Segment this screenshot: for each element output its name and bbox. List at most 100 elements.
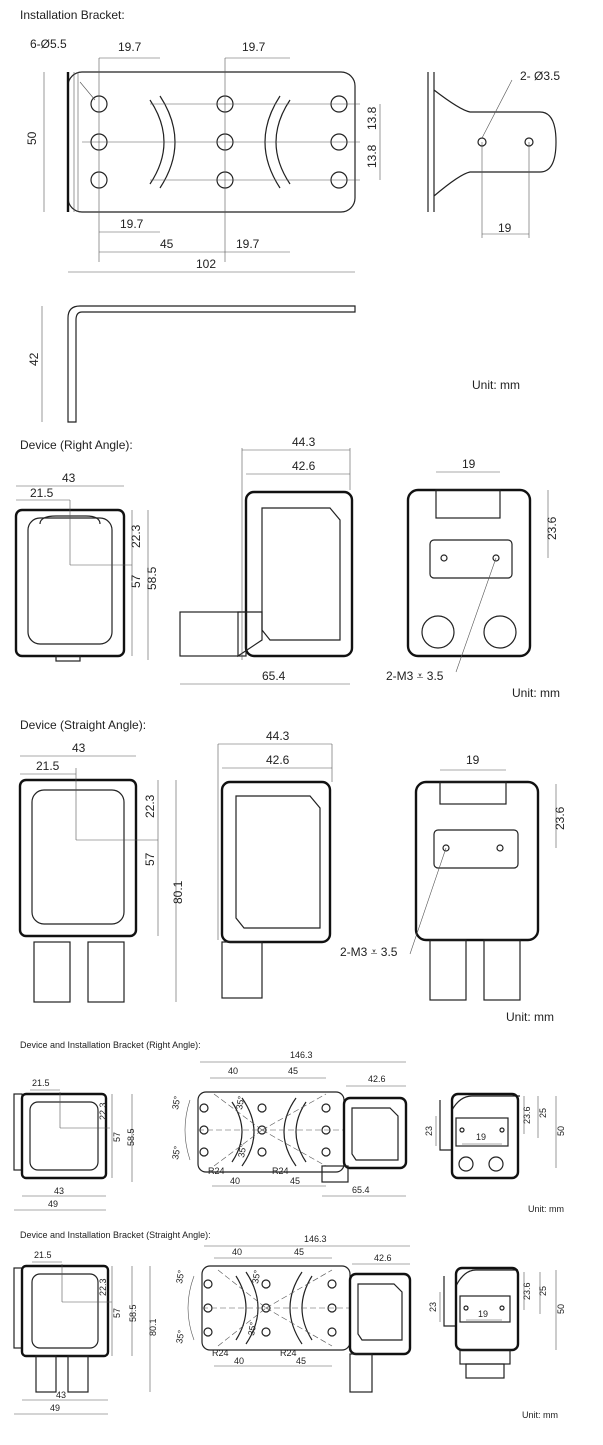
bracket-side-view: [427, 72, 557, 238]
combo-straight-a35c: 35°: [174, 1329, 186, 1345]
combo-straight-a35a: 35°: [174, 1269, 186, 1285]
combo-right-b45: 45: [290, 1176, 300, 1186]
combo-right-a35b: 35°: [234, 1095, 246, 1111]
combo-straight-side: [439, 1266, 557, 1379]
straight-m3-label: 2-M3 ⩡ 3.5: [340, 945, 398, 959]
device-bracket-right-title: Device and Installation Bracket (Right A…: [20, 1040, 201, 1050]
right-width-21-5: 21.5: [30, 486, 54, 500]
combo-straight-s25: 25: [538, 1286, 548, 1296]
bracket-profile-height: 42: [27, 352, 41, 366]
straight-width-21-5: 21.5: [36, 759, 60, 773]
combo-right-a35c: 35°: [170, 1145, 182, 1161]
right-width-43: 43: [62, 471, 76, 485]
bracket-holes-label: 6-Ø5.5: [30, 37, 67, 51]
unit-label-combo-right: Unit: mm: [528, 1204, 564, 1214]
combo-right-s19: 19: [476, 1132, 486, 1142]
combo-right-front: [13, 1089, 133, 1211]
combo-straight-22-3: 22.3: [98, 1278, 108, 1296]
bracket-hole-pitch-top: 19.7: [118, 40, 142, 54]
right-h-22-3: 22.3: [129, 524, 143, 548]
combo-right-b65-4: 65.4: [352, 1185, 370, 1195]
straight-side-view: [217, 743, 333, 999]
right-m3-label: 2-M3 ⩡ 3.5: [386, 669, 444, 683]
straight-depth-42-6: 42.6: [266, 753, 290, 767]
unit-label-straight: Unit: mm: [506, 1010, 554, 1024]
combo-straight-r24a: R24: [212, 1348, 229, 1358]
combo-right-22-3: 22.3: [98, 1102, 108, 1120]
bracket-side-holes: 2- Ø3.5: [520, 69, 560, 83]
unit-label-right: Unit: mm: [512, 686, 560, 700]
combo-straight-t45: 45: [294, 1247, 304, 1257]
bracket-bottom-45: 45: [160, 237, 174, 251]
combo-straight-58-5: 58.5: [128, 1304, 138, 1322]
device-right-angle-title: Device (Right Angle):: [20, 438, 133, 452]
bracket-hole-pitch-top2: 19.7: [242, 40, 266, 54]
combo-straight-21-5: 21.5: [34, 1250, 52, 1260]
combo-straight-49: 49: [50, 1403, 60, 1413]
right-depth-42-6: 42.6: [292, 459, 316, 473]
straight-back-view: [409, 769, 557, 1001]
unit-label-bracket: Unit: mm: [472, 378, 520, 392]
right-back-23-6: 23.6: [545, 516, 559, 540]
combo-straight-s50: 50: [556, 1304, 566, 1314]
combo-straight-a35b: 35°: [250, 1269, 262, 1285]
right-depth-65-4: 65.4: [262, 669, 286, 683]
combo-straight-s23: 23: [428, 1302, 438, 1312]
combo-right-t42-6: 42.6: [368, 1074, 386, 1084]
bracket-row-pitch-2: 13.8: [365, 144, 379, 168]
combo-right-58-5: 58.5: [126, 1128, 136, 1146]
combo-straight-front: [13, 1261, 151, 1415]
right-back-view: [406, 471, 549, 673]
unit-label-combo-straight: Unit: mm: [522, 1410, 558, 1420]
combo-right-a35a: 35°: [170, 1095, 182, 1111]
straight-back-23-6: 23.6: [553, 806, 567, 830]
combo-right-top: [184, 1061, 408, 1197]
bracket-top-view: [66, 58, 360, 262]
bracket-bottom-pitch-2: 19.7: [236, 237, 260, 251]
right-depth-44-3: 44.3: [292, 435, 316, 449]
combo-right-a35d: 35°: [236, 1143, 248, 1159]
combo-right-t45: 45: [288, 1066, 298, 1076]
bracket-height: 50: [25, 131, 39, 145]
right-front-view: [14, 485, 149, 662]
installation-bracket-title: Installation Bracket:: [20, 8, 125, 22]
bracket-side-19: 19: [498, 221, 512, 235]
combo-right-s50: 50: [556, 1126, 566, 1136]
combo-straight-total: 146.3: [304, 1234, 327, 1244]
combo-right-r24b: R24: [272, 1166, 289, 1176]
combo-straight-b40: 40: [234, 1356, 244, 1366]
combo-right-21-5: 21.5: [32, 1078, 50, 1088]
combo-right-s23: 23: [424, 1126, 434, 1136]
combo-right-57: 57: [112, 1132, 122, 1142]
combo-right-total: 146.3: [290, 1050, 313, 1060]
combo-straight-t42-6: 42.6: [374, 1253, 392, 1263]
straight-front-view: [18, 755, 177, 1003]
combo-right-side: [435, 1092, 557, 1180]
bracket-row-pitch-1: 13.8: [365, 106, 379, 130]
combo-straight-43: 43: [56, 1390, 66, 1400]
device-straight-angle-title: Device (Straight Angle):: [20, 718, 147, 732]
combo-straight-r24b: R24: [280, 1348, 297, 1358]
combo-right-r24a: R24: [208, 1166, 225, 1176]
straight-back-19: 19: [466, 753, 480, 767]
right-side-view: [179, 448, 354, 685]
combo-straight-s23-6: 23.6: [522, 1282, 532, 1300]
device-bracket-straight-title: Device and Installation Bracket (Straigh…: [20, 1230, 211, 1240]
right-h-57: 57: [129, 574, 143, 588]
combo-straight-top: [187, 1245, 412, 1393]
right-h-58-5: 58.5: [145, 566, 159, 590]
combo-straight-b45: 45: [296, 1356, 306, 1366]
combo-right-49: 49: [48, 1199, 58, 1209]
combo-right-s25: 25: [538, 1108, 548, 1118]
combo-straight-a35d: 35°: [246, 1321, 258, 1337]
bracket-bottom-pitch-1: 19.7: [120, 217, 144, 231]
combo-straight-s19: 19: [478, 1309, 488, 1319]
combo-straight-80-1: 80.1: [148, 1318, 158, 1336]
straight-h-80-1: 80.1: [171, 880, 185, 904]
bracket-profile-view: [41, 305, 356, 423]
combo-right-t40: 40: [228, 1066, 238, 1076]
right-back-19: 19: [462, 457, 476, 471]
straight-h-57: 57: [143, 852, 157, 866]
combo-right-b40: 40: [230, 1176, 240, 1186]
